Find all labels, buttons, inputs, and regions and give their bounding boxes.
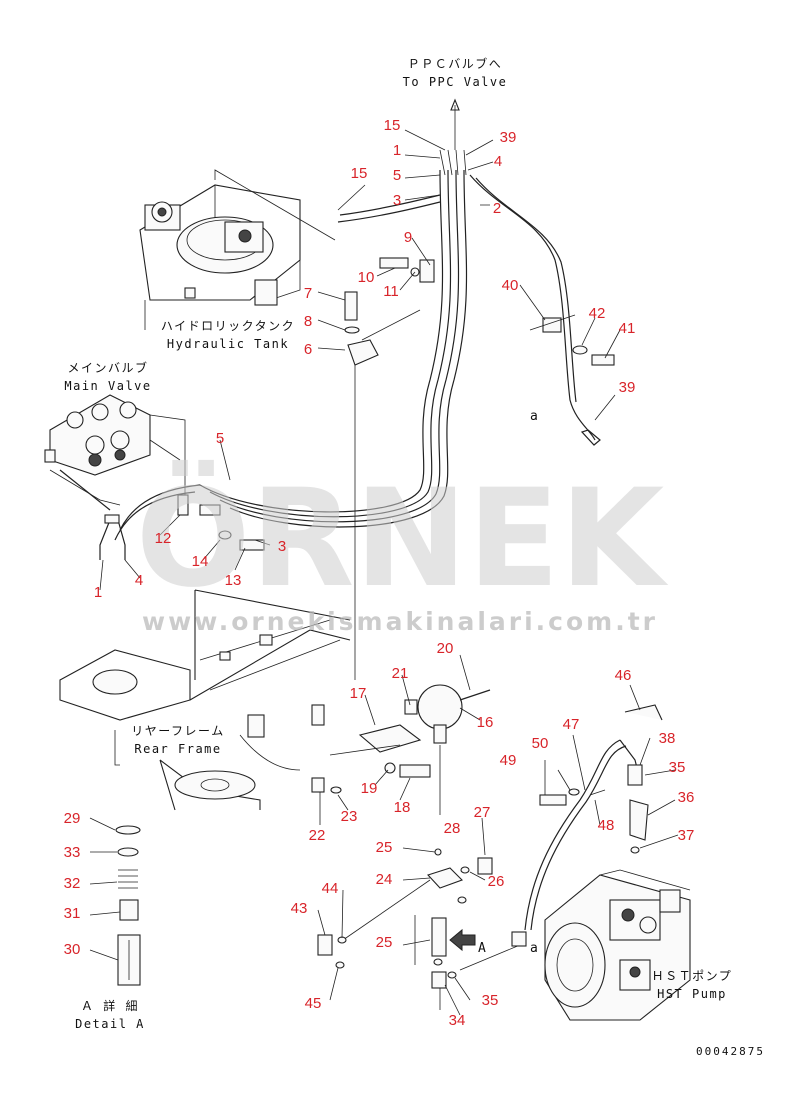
- clamp-bracket: [344, 257, 435, 680]
- valve-block-24: [317, 848, 527, 1010]
- callout-9: 9: [404, 229, 412, 246]
- callout-2: 2: [493, 200, 501, 217]
- callout-35: 35: [482, 992, 499, 1009]
- callout-4: 4: [135, 572, 143, 589]
- callout-39: 39: [619, 379, 636, 396]
- callout-25: 25: [376, 839, 393, 856]
- callout-5: 5: [216, 430, 224, 447]
- callout-31: 31: [64, 905, 81, 922]
- callout-36: 36: [678, 789, 695, 806]
- callout-20: 20: [437, 640, 454, 657]
- callout-3: 3: [393, 192, 401, 209]
- view-a-small-lower: a: [530, 941, 539, 956]
- callout-46: 46: [615, 667, 632, 684]
- hose-bundle: [59, 98, 596, 560]
- caption-ppc-jp: ＰＰＣバルブへ: [408, 56, 503, 71]
- hst-pump: [524, 704, 691, 1021]
- callout-25: 25: [376, 934, 393, 951]
- callout-18: 18: [394, 799, 411, 816]
- callout-39: 39: [500, 129, 517, 146]
- callout-4: 4: [494, 153, 502, 170]
- callout-30: 30: [64, 941, 81, 958]
- fittings-12-14: [104, 494, 265, 551]
- callout-22: 22: [309, 827, 326, 844]
- main-valve: [44, 394, 186, 510]
- callout-35: 35: [669, 759, 686, 776]
- callout-38: 38: [659, 730, 676, 747]
- callout-6: 6: [304, 341, 312, 358]
- caption-ppc-en: To PPC Valve: [403, 75, 508, 89]
- callout-26: 26: [488, 873, 505, 890]
- callout-8: 8: [304, 313, 312, 330]
- caption-tank-en: Hydraulic Tank: [167, 337, 289, 351]
- callout-49: 49: [500, 752, 517, 769]
- callout-40: 40: [502, 277, 519, 294]
- caption-mainvalve-jp: メインバルブ: [67, 360, 148, 375]
- callout-28: 28: [444, 820, 461, 837]
- callout-23: 23: [341, 808, 358, 825]
- callout-17: 17: [350, 685, 367, 702]
- callout-16: 16: [477, 714, 494, 731]
- callout-33: 33: [64, 844, 81, 861]
- callout-29: 29: [64, 810, 81, 827]
- callout-45: 45: [305, 995, 322, 1012]
- callout-19: 19: [361, 780, 378, 797]
- leader-lines: [89, 129, 679, 1016]
- callout-1: 1: [393, 142, 401, 159]
- callout-15: 15: [351, 165, 368, 182]
- callout-48: 48: [598, 817, 615, 834]
- callout-32: 32: [64, 875, 81, 892]
- accumulator: [311, 684, 491, 815]
- caption-mainvalve-en: Main Valve: [64, 379, 151, 393]
- watermark-url: www.ornekismakinalari.com.tr: [142, 607, 658, 636]
- callout-34: 34: [449, 1012, 466, 1029]
- caption-tank-jp: ハイドロリックタンク: [161, 319, 295, 333]
- callout-13: 13: [225, 572, 242, 589]
- callout-7: 7: [304, 285, 312, 302]
- detail-a: [115, 825, 141, 986]
- caption-detail-en: Detail A: [75, 1017, 145, 1031]
- callout-12: 12: [155, 530, 172, 547]
- view-a-small-upper: a: [530, 409, 539, 424]
- watermark-brand: ÖRNEK: [136, 459, 669, 617]
- hydraulic-tank: [139, 169, 336, 330]
- caption-hst-en: HST Pump: [657, 987, 727, 1001]
- callout-3: 3: [278, 538, 286, 555]
- drawing-code: 00042875: [696, 1045, 765, 1058]
- rear-frame: [59, 589, 351, 811]
- view-a-label: A: [478, 941, 487, 956]
- caption-rearframe-en: Rear Frame: [134, 742, 221, 756]
- callout-50: 50: [532, 735, 549, 752]
- callout-44: 44: [322, 880, 339, 897]
- caption-rearframe-jp: リヤーフレーム: [131, 724, 224, 738]
- callout-43: 43: [291, 900, 308, 917]
- callout-15: 15: [384, 117, 401, 134]
- caption-hst-jp: ＨＳＴポンプ: [652, 969, 733, 983]
- callout-27: 27: [474, 804, 491, 821]
- callout-37: 37: [678, 827, 695, 844]
- callout-21: 21: [392, 665, 409, 682]
- callout-41: 41: [619, 320, 636, 337]
- callout-1: 1: [94, 584, 102, 601]
- clamp-40: [529, 314, 615, 446]
- callout-47: 47: [563, 716, 580, 733]
- callout-14: 14: [192, 553, 209, 570]
- callout-24: 24: [376, 871, 393, 888]
- callout-numbers: 15 1 5 3 39 4 2 15 9 10 11 7 8 6 40 42 4…: [64, 117, 695, 1029]
- callout-11: 11: [383, 283, 399, 300]
- callout-10: 10: [358, 269, 375, 286]
- callout-5: 5: [393, 167, 401, 184]
- callout-42: 42: [589, 305, 606, 322]
- caption-detail-jp: Ａ 詳 細: [81, 998, 139, 1013]
